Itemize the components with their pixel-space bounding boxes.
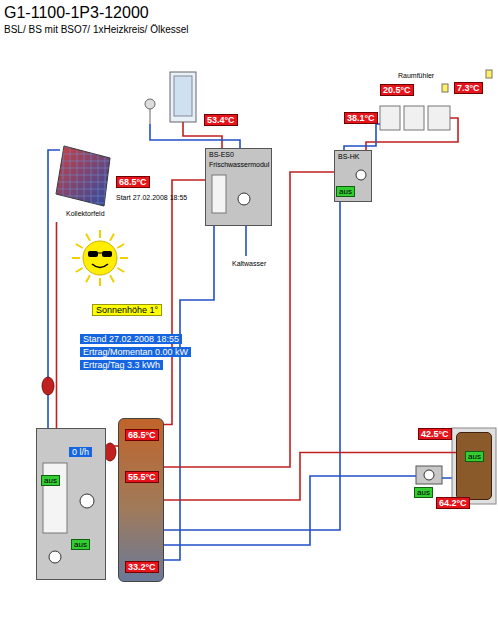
label-text: Kaltwasser bbox=[232, 260, 266, 268]
sun-ray bbox=[117, 244, 124, 248]
radiator bbox=[380, 106, 450, 130]
station-parts bbox=[206, 149, 266, 227]
flow-pipe bbox=[106, 445, 118, 447]
flow-pipe bbox=[56, 222, 58, 428]
label-text: Raumfühler bbox=[398, 72, 434, 80]
room-sensor bbox=[442, 84, 448, 92]
storage-tank: 68.5°C 55.5°C 33.2°C bbox=[118, 418, 164, 582]
flow-pipe bbox=[366, 118, 458, 150]
sun-ray bbox=[99, 278, 101, 286]
node-text: aus bbox=[71, 539, 90, 550]
solar-station: 0 l/h aus aus bbox=[36, 428, 106, 580]
sun-icon bbox=[72, 230, 128, 286]
node-text: BS-HK bbox=[338, 153, 359, 161]
sun-ray bbox=[99, 230, 101, 238]
collector-panel bbox=[56, 146, 110, 206]
shower-icon bbox=[145, 72, 196, 124]
flow-pipe bbox=[164, 180, 205, 425]
sun-ray bbox=[72, 257, 80, 259]
node-text: aus bbox=[41, 475, 60, 486]
status-text: aus bbox=[414, 487, 433, 498]
return-pipe bbox=[164, 476, 456, 545]
label-text: Stand 27.02.2008 18:55 bbox=[80, 334, 182, 344]
label-text: Ertrag/Momentan 0.00 kW bbox=[80, 347, 191, 357]
node-text: 33.2°C bbox=[125, 561, 159, 573]
return-pipe bbox=[164, 202, 340, 530]
diagram-caption: BSL/ BS mit BSO7/ 1xHeizkreis/ Ölkessel bbox=[4, 24, 189, 35]
temperature-value: 53.4°C bbox=[204, 114, 238, 126]
sun-ray bbox=[120, 257, 128, 259]
return-pipe bbox=[344, 124, 380, 150]
sun-ray bbox=[110, 234, 114, 241]
outdoor-sensor bbox=[486, 70, 492, 78]
status-text: aus bbox=[336, 186, 355, 197]
node-text: 68.5°C bbox=[125, 429, 159, 441]
cold-water-pipe bbox=[245, 226, 247, 256]
boiler-housing bbox=[452, 428, 496, 504]
boiler-pump bbox=[416, 466, 442, 484]
sun-ray bbox=[117, 268, 124, 272]
label-text: Sonnenhöhe 1° bbox=[92, 304, 162, 316]
pump-symbol bbox=[424, 470, 434, 480]
diagram-title: G1-1100-1P3-12000 bbox=[4, 4, 149, 22]
temperature-value: 38.1°C bbox=[344, 112, 378, 124]
sun-ray bbox=[86, 234, 90, 241]
node-text: aus bbox=[465, 451, 484, 462]
node-text: Kollektorfeld bbox=[66, 210, 105, 218]
fresh-water-station: BS-ES0Frischwassermodul bbox=[205, 148, 272, 226]
collector-field: Kollektorfeld bbox=[50, 140, 114, 222]
sun-ray bbox=[110, 275, 114, 282]
sun-ray bbox=[76, 244, 83, 248]
node-text: BS-ES0 bbox=[209, 151, 234, 159]
label-text: Start 27.02.2008 18:55 bbox=[116, 194, 187, 202]
flow-pipe bbox=[164, 453, 456, 501]
temperature-value: 7.3°C bbox=[454, 82, 483, 94]
node-text: 0 l/h bbox=[69, 447, 92, 457]
temperature-value: 64.2°C bbox=[436, 497, 470, 509]
oil-boiler: aus bbox=[456, 432, 492, 500]
sun-ray bbox=[86, 275, 90, 282]
expansion-vessel bbox=[42, 377, 54, 395]
cold-water-pipe bbox=[150, 124, 240, 148]
sun-ray bbox=[76, 268, 83, 272]
temperature-value: 68.5°C bbox=[116, 176, 150, 188]
node-text: 55.5°C bbox=[125, 471, 159, 483]
temperature-value: 42.5°C bbox=[418, 428, 452, 440]
label-text: Ertrag/Tag 3.3 kWh bbox=[80, 360, 163, 370]
temperature-value: 20.5°C bbox=[380, 84, 414, 96]
node-text: Frischwassermodul bbox=[209, 161, 269, 169]
